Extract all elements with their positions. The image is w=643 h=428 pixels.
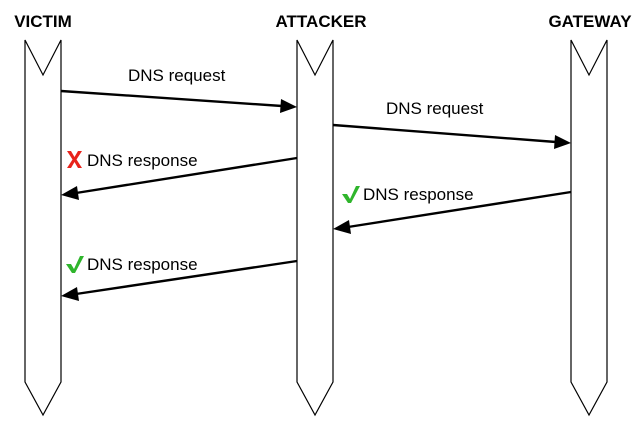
participant-label-attacker: ATTACKER (276, 12, 367, 31)
message-label: DNS response (363, 185, 474, 204)
green-check-icon (66, 256, 84, 273)
message-2: DNS request (332, 99, 571, 149)
participant-label-victim: VICTIM (14, 12, 72, 31)
lifeline-attacker (296, 39, 334, 417)
message-3: DNS response (61, 151, 298, 200)
lifeline-victim (24, 39, 62, 417)
message-1: DNS request (60, 66, 297, 113)
message-label: DNS request (386, 99, 484, 118)
participant-label-gateway: GATEWAY (548, 12, 632, 31)
message-label: DNS request (128, 66, 226, 85)
message-label: DNS response (87, 151, 198, 170)
message-label: DNS response (87, 255, 198, 274)
red-x-icon (67, 151, 82, 168)
message-5: DNS response (61, 255, 298, 301)
lifeline-gateway (570, 39, 608, 417)
message-4: DNS response (333, 185, 572, 234)
green-check-icon (342, 186, 360, 203)
